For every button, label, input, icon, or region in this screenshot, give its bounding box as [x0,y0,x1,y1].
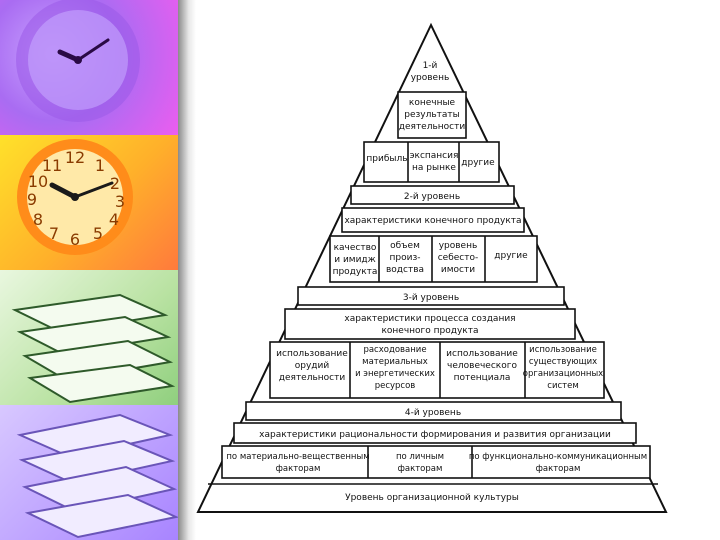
level3-label: 3-й уровень [403,293,459,303]
svg-text:уровень: уровень [439,241,478,251]
svg-text:1-й: 1-й [423,61,438,71]
svg-text:использование: использование [276,349,348,359]
svg-text:качество: качество [334,243,377,253]
drugie-label-2: другие [494,251,528,261]
level4-label: 4-й уровень [405,408,461,418]
svg-text:и энергетических: и энергетических [355,369,435,379]
culture-label: Уровень организационной культуры [345,493,519,503]
svg-text:произ-: произ- [390,253,421,263]
kachestvo-label: качество и имидж продукта [333,243,378,277]
svg-text:факторам: факторам [536,464,581,474]
svg-text:продукта: продукта [333,267,378,277]
svg-text:характеристики процесса создан: характеристики процесса создания [344,314,515,324]
obem-label: объем произ- водства [386,241,424,275]
svg-text:по личным: по личным [396,452,444,462]
uroven-sebestoimosti-label: уровень себесто- имости [438,241,479,275]
char-rational-label: характеристики рациональности формирован… [259,430,611,440]
svg-text:и имидж: и имидж [334,255,376,265]
svg-text:организационных: организационных [523,369,603,379]
svg-text:человеческого: человеческого [447,361,517,371]
svg-text:систем: систем [547,381,578,391]
svg-text:по функционально-коммуникацион: по функционально-коммуникационным [469,452,647,462]
svg-text:имости: имости [441,265,475,275]
svg-text:результаты: результаты [404,110,460,120]
svg-text:существующих: существующих [529,357,597,367]
svg-text:использование: использование [446,349,518,359]
svg-text:на рынке: на рынке [412,163,456,173]
svg-text:себесто-: себесто- [438,253,479,263]
svg-text:деятельности: деятельности [279,373,346,383]
level2-label: 2-й уровень [404,192,460,202]
char-product-label: характеристики конечного продукта [344,216,521,226]
pribyl-label: прибыль [366,154,407,164]
svg-text:уровень: уровень [411,73,450,83]
svg-text:ресурсов: ресурсов [375,381,416,391]
svg-text:материальных: материальных [362,357,428,367]
svg-text:объем: объем [390,241,420,251]
svg-text:экспансия: экспансия [410,151,459,161]
svg-text:потенциала: потенциала [454,373,511,383]
svg-text:использование: использование [529,345,597,355]
svg-text:конечные: конечные [409,98,456,108]
ispolz-chel-label: использование человеческого потенциала [446,349,518,383]
svg-text:по материально-вещественным: по материально-вещественным [226,452,369,462]
svg-text:деятельности: деятельности [399,122,466,132]
svg-text:конечного продукта: конечного продукта [381,326,478,336]
svg-text:водства: водства [386,265,424,275]
drugie-label-1: другие [461,158,495,168]
svg-text:факторам: факторам [398,464,443,474]
svg-text:орудий: орудий [295,361,330,371]
svg-text:расходование: расходование [363,345,426,355]
svg-text:факторам: факторам [276,464,321,474]
